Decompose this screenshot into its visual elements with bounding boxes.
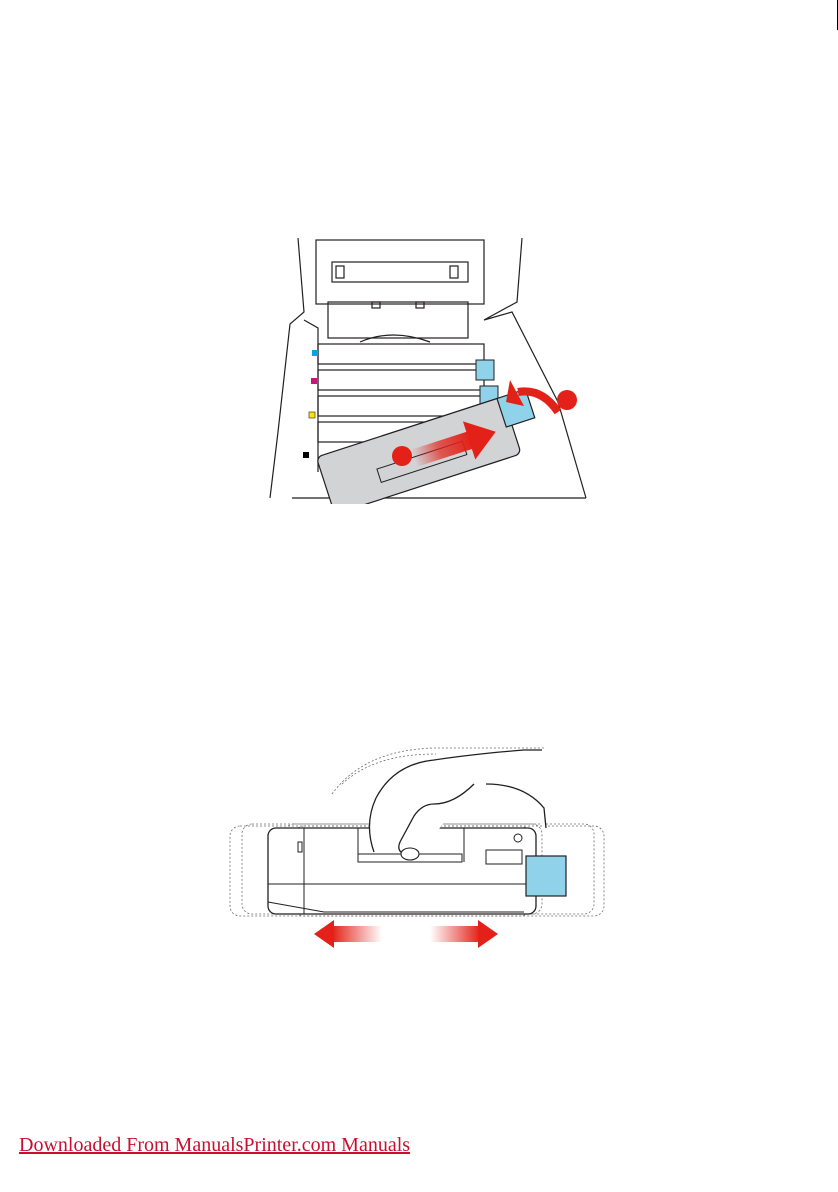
yellow-marker [309,412,315,418]
printer-left-side [270,238,304,498]
manuals-source-link[interactable]: Downloaded From ManualsPrinter.com Manua… [19,1134,410,1157]
step-dot [557,390,577,410]
cyan-marker [312,350,318,356]
drum-handle-blue [526,856,566,896]
cartridge-shake-illustration [224,744,614,954]
top-cover [316,240,484,304]
drum-slot-cyan [318,344,484,364]
drum-slot-magenta [318,370,484,390]
step-dot [392,446,412,466]
magenta-marker [311,378,317,384]
shake-arrow-icon [314,920,498,948]
black-marker [303,452,309,458]
drum-handle-blue [476,360,494,380]
printer-open-illustration [262,232,594,504]
